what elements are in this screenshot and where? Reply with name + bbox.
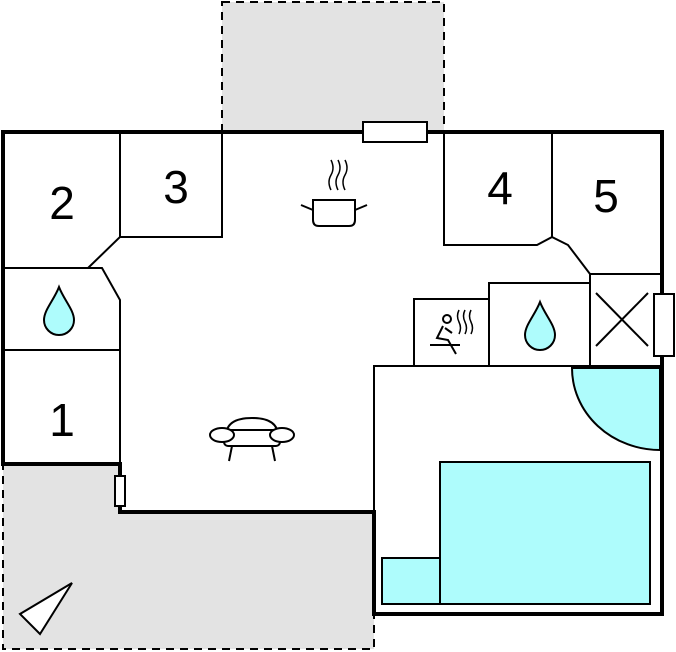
bed-side: [381, 557, 441, 605]
bath-left-outline: [2, 267, 121, 351]
kitchen-pot-icon: [300, 159, 368, 227]
water-drop-icon: [523, 299, 557, 351]
room-5-label: 5: [593, 170, 619, 222]
room-1-label: 1: [49, 394, 75, 446]
storage-x-icon: [595, 292, 649, 347]
room-3-label: 3: [163, 161, 189, 213]
window-right: [653, 293, 675, 357]
water-drop-icon: [42, 284, 76, 336]
bed: [439, 461, 651, 605]
sauna-icon: [430, 309, 474, 355]
door-swing: [570, 367, 661, 452]
room-4-label: 4: [487, 162, 513, 214]
room-3-outline: [119, 131, 223, 238]
terrace-top: [221, 1, 445, 133]
sofa-icon: [209, 416, 295, 462]
bedroom-outline: [373, 365, 663, 615]
window-top: [362, 121, 428, 143]
room-1-outline: [2, 349, 121, 465]
room-4-outline: [443, 131, 553, 246]
room-2-label: 2: [49, 177, 75, 229]
compass-arrow-icon: [18, 582, 73, 636]
door-left: [114, 475, 126, 507]
room-2-outline: [2, 131, 121, 269]
